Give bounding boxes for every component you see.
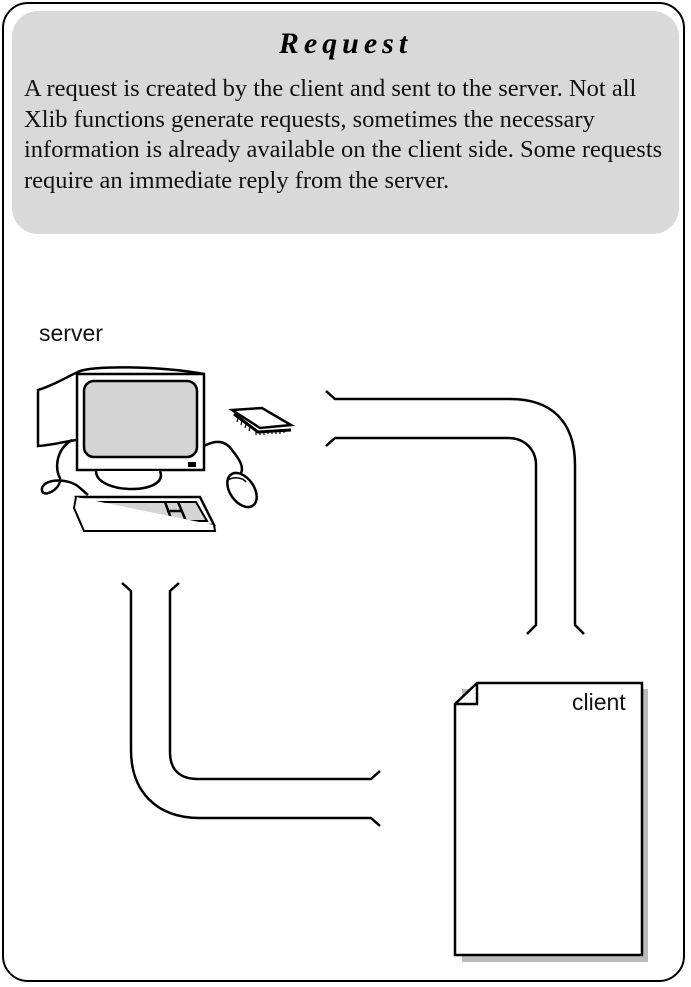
- panel-title: Request: [278, 27, 413, 60]
- server-label: server: [39, 320, 103, 346]
- reply-pipe-client-to-server: [121, 582, 381, 827]
- processor-chip-icon: [228, 406, 295, 435]
- panel-description: A request is created by the client and s…: [24, 75, 663, 194]
- document-page-icon: [453, 681, 648, 962]
- description-panel: Request A request is created by the clie…: [12, 11, 679, 234]
- client-label: client: [572, 689, 626, 715]
- workstation-computer-icon: [36, 366, 258, 532]
- request-pipe-server-to-client: [325, 390, 585, 635]
